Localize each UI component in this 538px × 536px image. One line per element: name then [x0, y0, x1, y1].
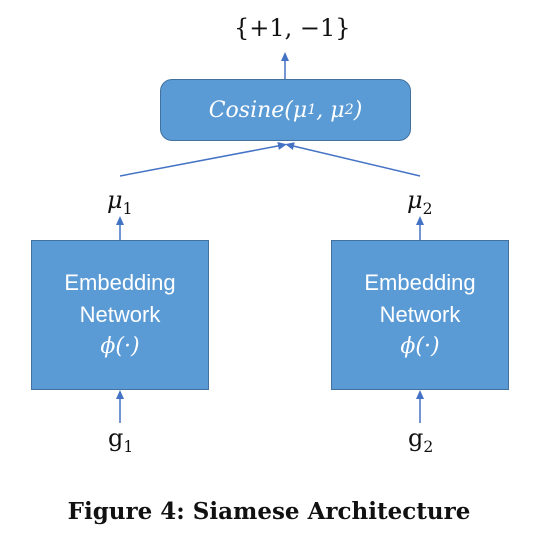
output-label: {+1, −1}: [234, 14, 351, 42]
right-embedding-network: Embedding Network ϕ(·): [331, 240, 509, 390]
left-embedding-label-line2: Network: [79, 302, 161, 327]
mu1-base: μ: [107, 186, 123, 214]
g2-label: g2: [408, 424, 433, 456]
right-embedding-label-line2: Network: [379, 302, 461, 327]
cosine-mu2-subscript: 2: [344, 102, 354, 118]
g2-base: g: [408, 424, 424, 452]
g1-subscript: 1: [123, 437, 134, 456]
mu2-subscript: 2: [422, 199, 433, 218]
cosine-label-close: ): [353, 97, 363, 123]
left-embedding-label-line1: Embedding: [64, 270, 176, 295]
cosine-label-mid: , μ: [316, 97, 345, 123]
arrow-mu2-to-cosine: [285, 142, 421, 177]
mu1-label: μ1: [107, 186, 133, 218]
g2-subscript: 2: [423, 437, 434, 456]
g1-label: g1: [108, 424, 133, 456]
mu1-subscript: 1: [122, 199, 133, 218]
cosine-mu1-subscript: 1: [307, 102, 317, 118]
mu2-base: μ: [407, 186, 423, 214]
left-embedding-network: Embedding Network ϕ(·): [31, 240, 209, 390]
arrow-mu1-to-cosine: [119, 142, 287, 177]
g1-base: g: [108, 424, 124, 452]
mu2-label: μ2: [407, 186, 433, 218]
right-embedding-phi: ϕ(·): [400, 334, 440, 359]
right-embedding-label-line1: Embedding: [364, 270, 476, 295]
figure-caption: Figure 4: Siamese Architecture: [67, 498, 471, 525]
left-embedding-phi: ϕ(·): [100, 334, 140, 359]
cosine-label: Cosine(μ: [208, 97, 308, 123]
